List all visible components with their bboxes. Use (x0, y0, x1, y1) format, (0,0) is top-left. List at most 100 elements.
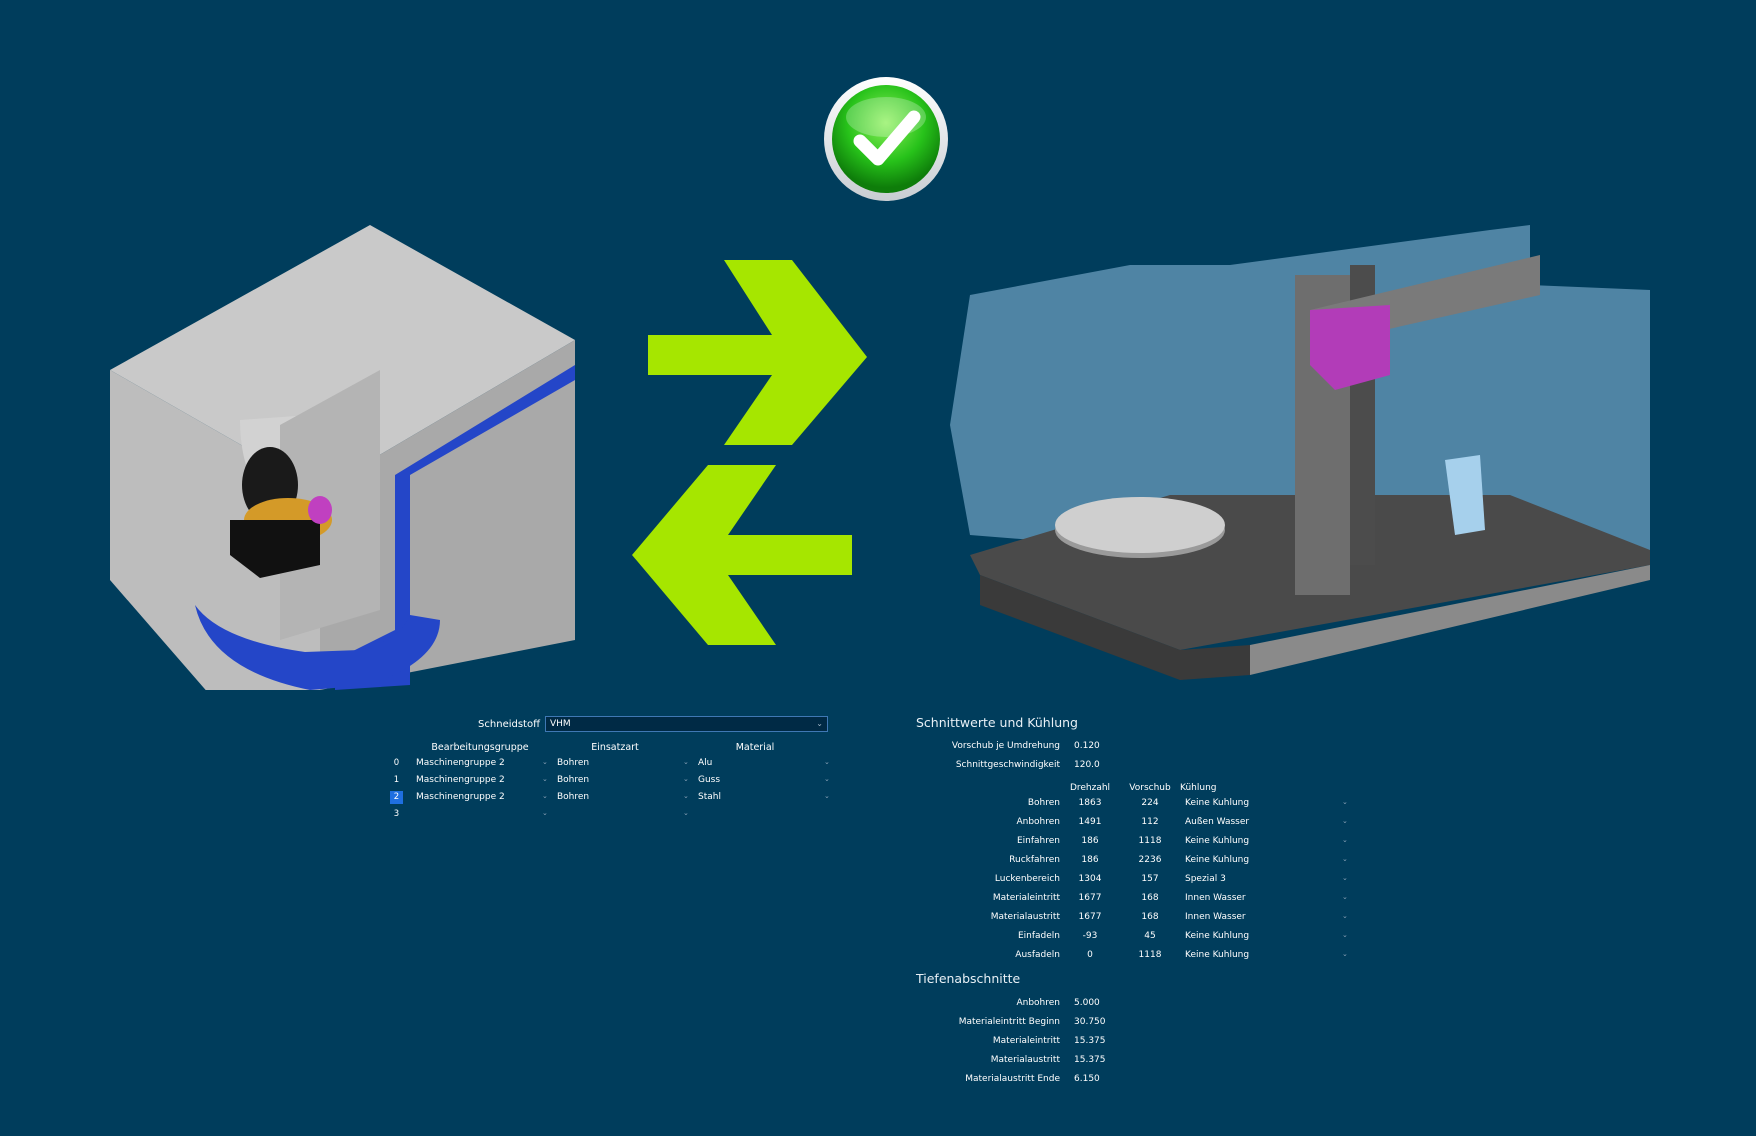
table-row[interactable]: Einfadeln -93 45 Keine Kuhlung ⌄ (910, 931, 1360, 947)
row-label: Luckenbereich (994, 874, 1060, 884)
chevron-down-icon: ⌄ (683, 758, 689, 766)
chevron-down-icon: ⌄ (683, 809, 689, 817)
kuehlung-select[interactable]: Innen Wasser (1185, 912, 1246, 922)
chevron-down-icon: ⌄ (542, 775, 548, 783)
row-label: Materialaustritt (990, 912, 1060, 922)
kuehlung-select[interactable]: Keine Kuhlung (1185, 950, 1250, 960)
vorschub-value[interactable]: 1118 (1138, 950, 1162, 960)
column-header-type: Einsatzart (591, 742, 639, 753)
vorschub-value[interactable]: 157 (1141, 874, 1159, 884)
vorschub-value[interactable]: 45 (1144, 931, 1156, 941)
chevron-down-icon: ⌄ (542, 758, 548, 766)
drehzahl-value[interactable]: -93 (1082, 931, 1098, 941)
table-row[interactable]: Materialaustritt 1677 168 Innen Wasser ⌄ (910, 912, 1360, 928)
type-select[interactable]: Bohren (557, 758, 590, 768)
schneidstoff-value: VHM (550, 719, 571, 729)
column-header-group: Bearbeitungsgruppe (431, 742, 529, 753)
feed-label: Vorschub je Umdrehung (951, 741, 1060, 751)
row-label: Materialeintritt (992, 893, 1060, 903)
group-select[interactable]: Maschinengruppe 2 (416, 792, 505, 802)
row-label: Einfadeln (1017, 931, 1060, 941)
vorschub-value[interactable]: 2236 (1138, 855, 1162, 865)
chevron-down-icon: ⌄ (1342, 893, 1348, 901)
table-row[interactable]: 1 Maschinengruppe 2 ⌄ Bohren ⌄ Guss ⌄ (390, 774, 850, 790)
row-index: 0 (393, 758, 400, 768)
kuehlung-select[interactable]: Innen Wasser (1185, 893, 1246, 903)
table-row[interactable]: 2 Maschinengruppe 2 ⌄ Bohren ⌄ Stahl ⌄ (390, 791, 850, 807)
speed-label: Schnittgeschwindigkeit (955, 760, 1060, 770)
type-select[interactable]: Bohren (557, 792, 590, 802)
table-row[interactable]: Einfahren 186 1118 Keine Kuhlung ⌄ (910, 836, 1360, 852)
drehzahl-value[interactable]: 1677 (1078, 893, 1102, 903)
table-row[interactable]: Ruckfahren 186 2236 Keine Kuhlung ⌄ (910, 855, 1360, 871)
row-label: Ausfadeln (1015, 950, 1060, 960)
material-select[interactable]: Alu (698, 758, 713, 768)
schneidstoff-label: Schneidstoff (478, 719, 540, 730)
chevron-down-icon: ⌄ (1342, 950, 1348, 958)
chevron-down-icon: ⌄ (1342, 817, 1348, 825)
drehzahl-value[interactable]: 186 (1081, 836, 1099, 846)
chevron-down-icon: ⌄ (1342, 931, 1348, 939)
chevron-down-icon: ⌄ (542, 809, 548, 817)
kuehlung-select[interactable]: Spezial 3 (1185, 874, 1226, 884)
machine-model-right (950, 225, 1650, 680)
drehzahl-value[interactable]: 1304 (1078, 874, 1102, 884)
row-index-selected: 2 (390, 791, 403, 804)
kuehlung-select[interactable]: Keine Kuhlung (1185, 855, 1250, 865)
chevron-down-icon: ⌄ (824, 792, 830, 800)
chevron-down-icon: ⌄ (1342, 855, 1348, 863)
table-row[interactable]: Materialeintritt 1677 168 Innen Wasser ⌄ (910, 893, 1360, 909)
bidirectional-arrows-icon (632, 260, 867, 645)
machine-model-left (110, 225, 575, 690)
drehzahl-value[interactable]: 186 (1081, 855, 1099, 865)
depth-value[interactable]: 5.000 (1074, 998, 1100, 1008)
section-title-depth: Tiefenabschnitte (916, 971, 1021, 986)
column-header-material: Material (735, 742, 775, 753)
table-row[interactable]: Anbohren 1491 112 Außen Wasser ⌄ (910, 817, 1360, 833)
table-row[interactable]: 3 ⌄ ⌄ (390, 808, 850, 824)
check-icon (824, 77, 948, 201)
vorschub-value[interactable]: 1118 (1138, 836, 1162, 846)
table-row[interactable]: Bohren 1863 224 Keine Kuhlung ⌄ (910, 798, 1360, 814)
depth-label: Materialaustritt Ende (965, 1074, 1060, 1084)
material-select[interactable]: Guss (698, 775, 721, 785)
depth-value[interactable]: 15.375 (1074, 1055, 1106, 1065)
group-select[interactable]: Maschinengruppe 2 (416, 775, 505, 785)
vorschub-value[interactable]: 112 (1141, 817, 1159, 827)
table-row[interactable]: Ausfadeln 0 1118 Keine Kuhlung ⌄ (910, 950, 1360, 966)
depth-value[interactable]: 30.750 (1074, 1017, 1106, 1027)
depth-value[interactable]: 15.375 (1074, 1036, 1106, 1046)
chevron-down-icon: ⌄ (1342, 912, 1348, 920)
drehzahl-value[interactable]: 1491 (1078, 817, 1102, 827)
machine-group-panel: Schneidstoff VHM ⌄ Bearbeitungsgruppe Ei… (390, 712, 850, 832)
row-label: Ruckfahren (1009, 855, 1060, 865)
column-header-drehzahl: Drehzahl (1069, 783, 1111, 793)
drehzahl-value[interactable]: 1677 (1078, 912, 1102, 922)
vorschub-value[interactable]: 168 (1141, 893, 1159, 903)
drehzahl-value[interactable]: 0 (1087, 950, 1093, 960)
vorschub-value[interactable]: 224 (1141, 798, 1159, 808)
table-row[interactable]: 0 Maschinengruppe 2 ⌄ Bohren ⌄ Alu ⌄ (390, 757, 850, 773)
row-index: 3 (393, 809, 400, 819)
group-select[interactable]: Maschinengruppe 2 (416, 758, 505, 768)
depth-value[interactable]: 6.150 (1074, 1074, 1100, 1084)
chevron-down-icon: ⌄ (542, 792, 548, 800)
feed-value[interactable]: 0.120 (1074, 741, 1100, 751)
chevron-down-icon: ⌄ (683, 792, 689, 800)
kuehlung-select[interactable]: Außen Wasser (1185, 817, 1250, 827)
kuehlung-select[interactable]: Keine Kuhlung (1185, 836, 1250, 846)
chevron-down-icon: ⌄ (816, 719, 823, 728)
vorschub-value[interactable]: 168 (1141, 912, 1159, 922)
kuehlung-select[interactable]: Keine Kuhlung (1185, 931, 1250, 941)
type-select[interactable]: Bohren (557, 775, 590, 785)
schneidstoff-select[interactable]: VHM ⌄ (545, 716, 828, 732)
row-index: 1 (393, 775, 400, 785)
table-row[interactable]: Luckenbereich 1304 157 Spezial 3 ⌄ (910, 874, 1360, 890)
chevron-down-icon: ⌄ (1342, 874, 1348, 882)
kuehlung-select[interactable]: Keine Kuhlung (1185, 798, 1250, 808)
material-select[interactable]: Stahl (698, 792, 721, 802)
drehzahl-value[interactable]: 1863 (1078, 798, 1102, 808)
depth-label: Anbohren (1016, 998, 1060, 1008)
speed-value[interactable]: 120.0 (1074, 760, 1100, 770)
